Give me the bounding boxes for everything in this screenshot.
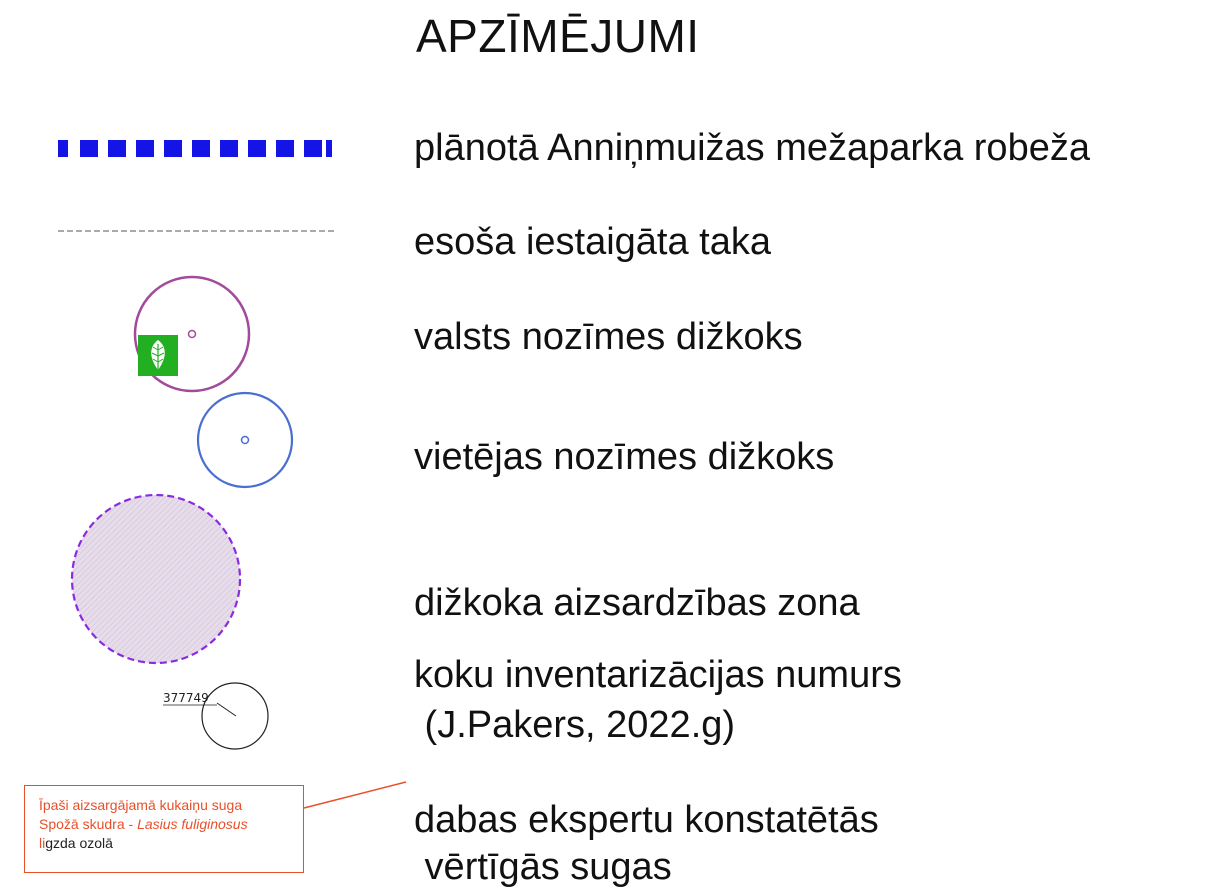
local-tree-symbol: [196, 391, 294, 489]
callout-leader-line: [303, 781, 407, 809]
legend-label-trail: esoša iestaigāta taka: [414, 221, 772, 263]
callout-line-3-part-b: gzda ozolā: [45, 835, 113, 851]
legend-label-protection-zone: dižkoka aizsardzības zona: [414, 582, 860, 624]
callout-line-2: Spožā skudra - Lasius fuliginosus: [39, 815, 291, 834]
inventory-sample-number: 377749: [163, 691, 209, 705]
state-tree-symbol: [133, 275, 251, 393]
callout-line-3: ligzda ozolā: [39, 834, 291, 853]
callout-line-3-part-a: li: [39, 835, 46, 851]
callout-line-1: Īpaši aizsargājamā kukaiņu suga: [39, 797, 243, 813]
boundary-symbol: [58, 140, 332, 157]
legend-label-local-tree: vietējas nozīmes dižkoks: [414, 436, 835, 478]
legend-title: APZĪMĒJUMI: [416, 10, 700, 62]
callout-species-common-name: Spožā skudra -: [39, 816, 138, 832]
callout-species-latin-name: Lasius fuliginosus: [137, 816, 248, 832]
species-callout-box: Īpaši aizsargājamā kukaiņu suga Spožā sk…: [24, 785, 304, 873]
legend-label-species-line1: dabas ekspertu konstatētās: [414, 799, 879, 841]
legend-label-state-tree: valsts nozīmes dižkoks: [414, 316, 803, 358]
legend-label-boundary: plānotā Anniņmuižas mežaparka robeža: [414, 127, 1090, 169]
legend-label-inventory-line1: koku inventarizācijas numurs: [414, 654, 902, 696]
leaf-icon: [138, 335, 178, 376]
legend-label-inventory-line2: (J.Pakers, 2022.g): [414, 704, 736, 746]
inventory-number-symbol: 377749: [163, 682, 269, 750]
legend-label-species-line2: vērtīgās sugas: [414, 846, 672, 888]
protection-zone-symbol: [70, 493, 242, 665]
